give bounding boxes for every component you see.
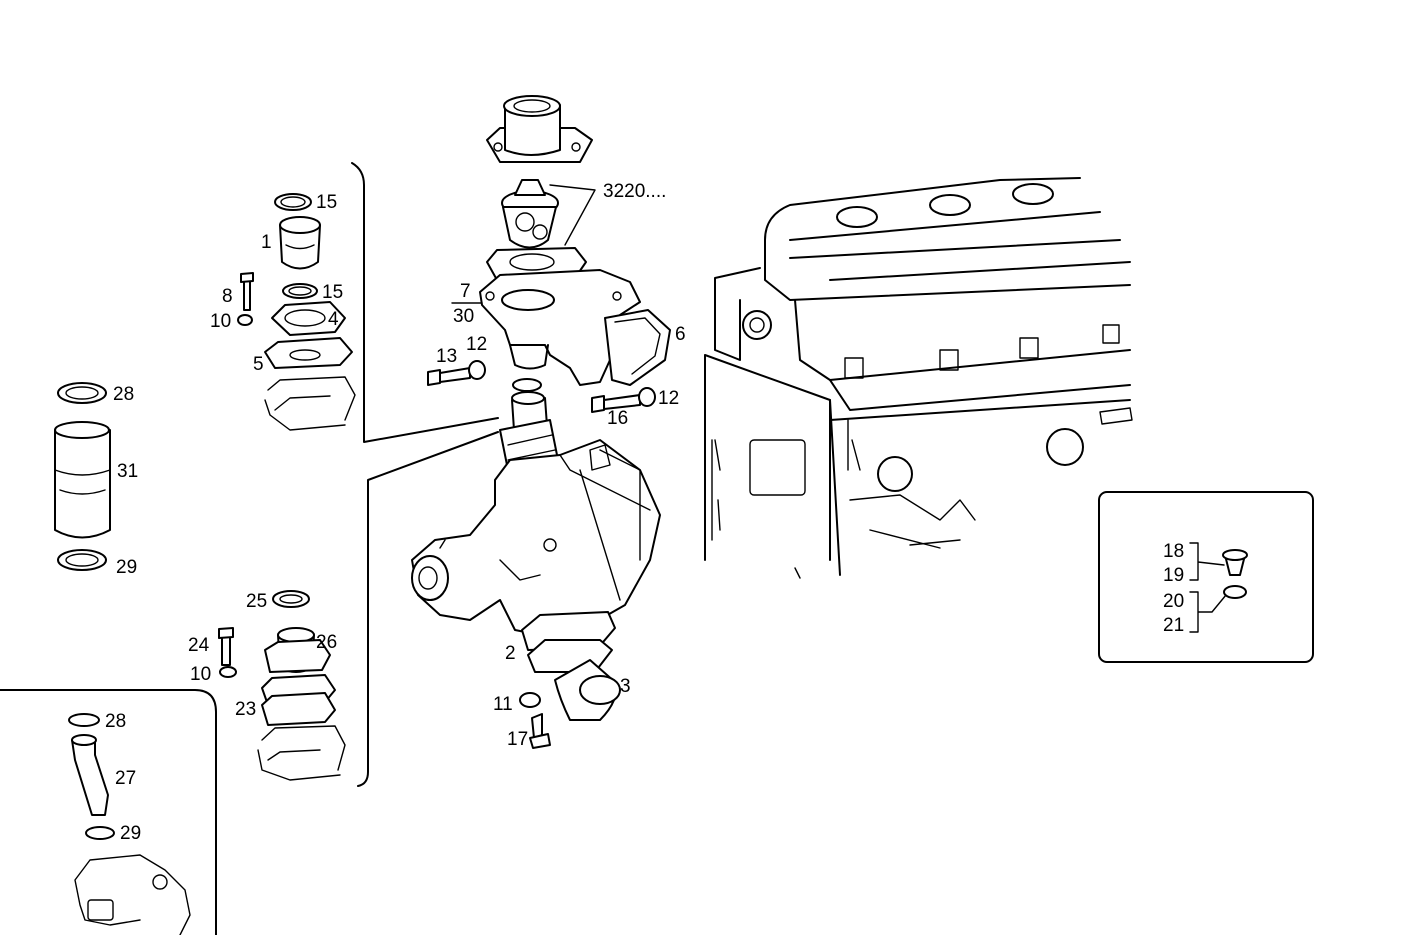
sleeve-group	[54, 382, 111, 571]
label-6: 6	[675, 324, 686, 345]
label-12-left: 12	[466, 334, 487, 355]
bolt-13	[427, 360, 486, 386]
label-18: 18	[1163, 541, 1184, 562]
label-30: 30	[453, 306, 474, 327]
label-17: 17	[507, 729, 528, 750]
label-27: 27	[115, 768, 136, 789]
pump-outlet-flange	[521, 611, 621, 721]
label-2: 2	[505, 643, 516, 664]
inset-bottom-left-parts	[68, 713, 191, 935]
label-8: 8	[222, 286, 233, 307]
bolt-17	[529, 713, 551, 749]
thermostat	[486, 179, 587, 281]
label-26: 26	[316, 632, 337, 653]
label-28-bottom: 28	[105, 711, 126, 732]
label-23: 23	[235, 699, 256, 720]
label-29-bottom: 29	[120, 823, 141, 844]
water-pump	[411, 391, 661, 636]
bolt-16	[591, 387, 656, 413]
lower-left-group	[218, 590, 346, 781]
group-bracket	[351, 162, 499, 787]
label-11: 11	[493, 694, 513, 715]
label-15-mid: 15	[322, 282, 343, 303]
label-12-right: 12	[658, 388, 679, 409]
label-4: 4	[328, 309, 339, 330]
thermostat-housing	[486, 95, 593, 163]
label-13: 13	[436, 346, 457, 367]
label-15-top: 15	[316, 192, 337, 213]
label-28-mid: 28	[113, 384, 134, 405]
label-1: 1	[261, 232, 272, 253]
o-ring-above-pump	[512, 378, 542, 392]
inset-box-right	[1098, 491, 1314, 663]
label-10-top: 10	[210, 311, 231, 332]
part-labels: 15 1 8 15 10 4 5 28 31 29 3220.... 7 30 …	[105, 181, 1184, 844]
label-31: 31	[117, 461, 138, 482]
label-24: 24	[188, 635, 210, 656]
inset-frame-bottom-left	[0, 689, 217, 935]
upper-left-group	[237, 193, 356, 431]
label-25: 25	[246, 591, 267, 612]
label-3: 3	[620, 676, 631, 697]
leader-3220	[549, 184, 596, 246]
label-29-mid: 29	[116, 557, 137, 578]
thermostat-body	[479, 269, 671, 386]
inset-right-parts	[1189, 542, 1248, 633]
label-21: 21	[1163, 615, 1184, 636]
label-16: 16	[607, 408, 628, 429]
label-5: 5	[253, 354, 264, 375]
seal-11	[519, 692, 541, 708]
label-10-bottom: 10	[190, 664, 211, 685]
label-3220: 3220....	[603, 181, 666, 202]
engine-block	[704, 177, 1133, 579]
label-19: 19	[1163, 565, 1184, 586]
label-7: 7	[460, 281, 471, 302]
label-20: 20	[1163, 591, 1184, 612]
